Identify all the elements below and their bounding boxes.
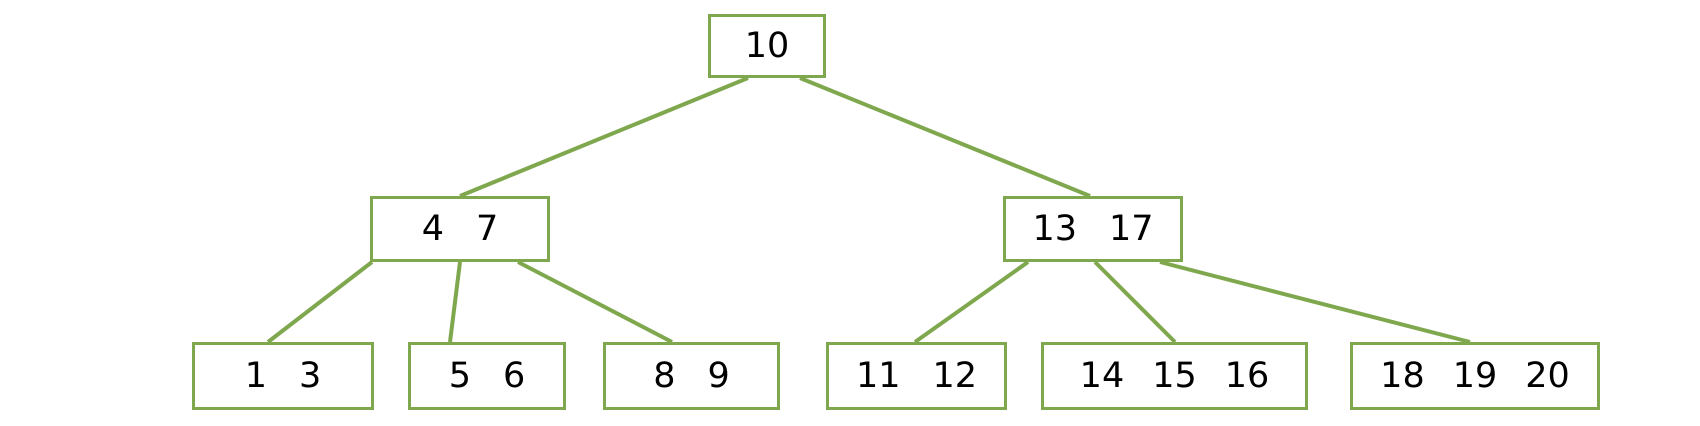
tree-edge-internal-right-to-leaf-5 (1093, 260, 1177, 344)
node-key: 19 (1452, 355, 1498, 396)
node-key: 18 (1380, 355, 1425, 396)
node-key: 1 (244, 355, 267, 396)
node-key: 9 (707, 355, 730, 396)
btree-node-leaf-4[interactable]: 11 12 (826, 342, 1007, 410)
node-key: 12 (932, 355, 978, 396)
tree-edge-internal-left-to-leaf-1 (266, 260, 374, 344)
tree-edge-internal-right-to-leaf-4 (913, 260, 1030, 344)
node-key: 5 (448, 355, 471, 396)
btree-node-internal-right[interactable]: 13 17 (1003, 196, 1183, 262)
node-key-list: 10 (742, 25, 793, 66)
btree-node-leaf-5[interactable]: 14 15 16 (1041, 342, 1308, 410)
node-key-list: 11 12 (840, 355, 993, 396)
tree-edge-root-to-internal-left (459, 76, 749, 198)
node-key: 15 (1152, 355, 1197, 396)
node-key-list: 18 19 20 (1366, 355, 1584, 396)
node-key: 4 (421, 208, 444, 249)
btree-node-leaf-6[interactable]: 18 19 20 (1350, 342, 1600, 410)
node-key: 3 (299, 355, 322, 396)
node-key: 8 (653, 355, 676, 396)
node-key: 17 (1109, 208, 1154, 249)
node-key-list: 13 17 (1016, 208, 1169, 249)
node-key-list: 14 15 16 (1066, 355, 1284, 396)
node-key: 6 (503, 355, 526, 396)
tree-edge-internal-left-to-leaf-3 (517, 260, 673, 344)
node-key: 20 (1525, 355, 1570, 396)
tree-edge-internal-left-to-leaf-2 (448, 261, 462, 343)
tree-edge-root-to-internal-right (799, 76, 1091, 198)
node-key: 16 (1224, 355, 1270, 396)
node-key: 7 (476, 208, 499, 249)
node-key: 10 (744, 25, 790, 66)
node-key: 13 (1032, 208, 1077, 249)
tree-edge-internal-right-to-leaf-6 (1159, 260, 1471, 344)
node-key: 11 (855, 355, 901, 396)
btree-node-root[interactable]: 10 (708, 14, 826, 78)
node-key: 14 (1079, 355, 1125, 396)
